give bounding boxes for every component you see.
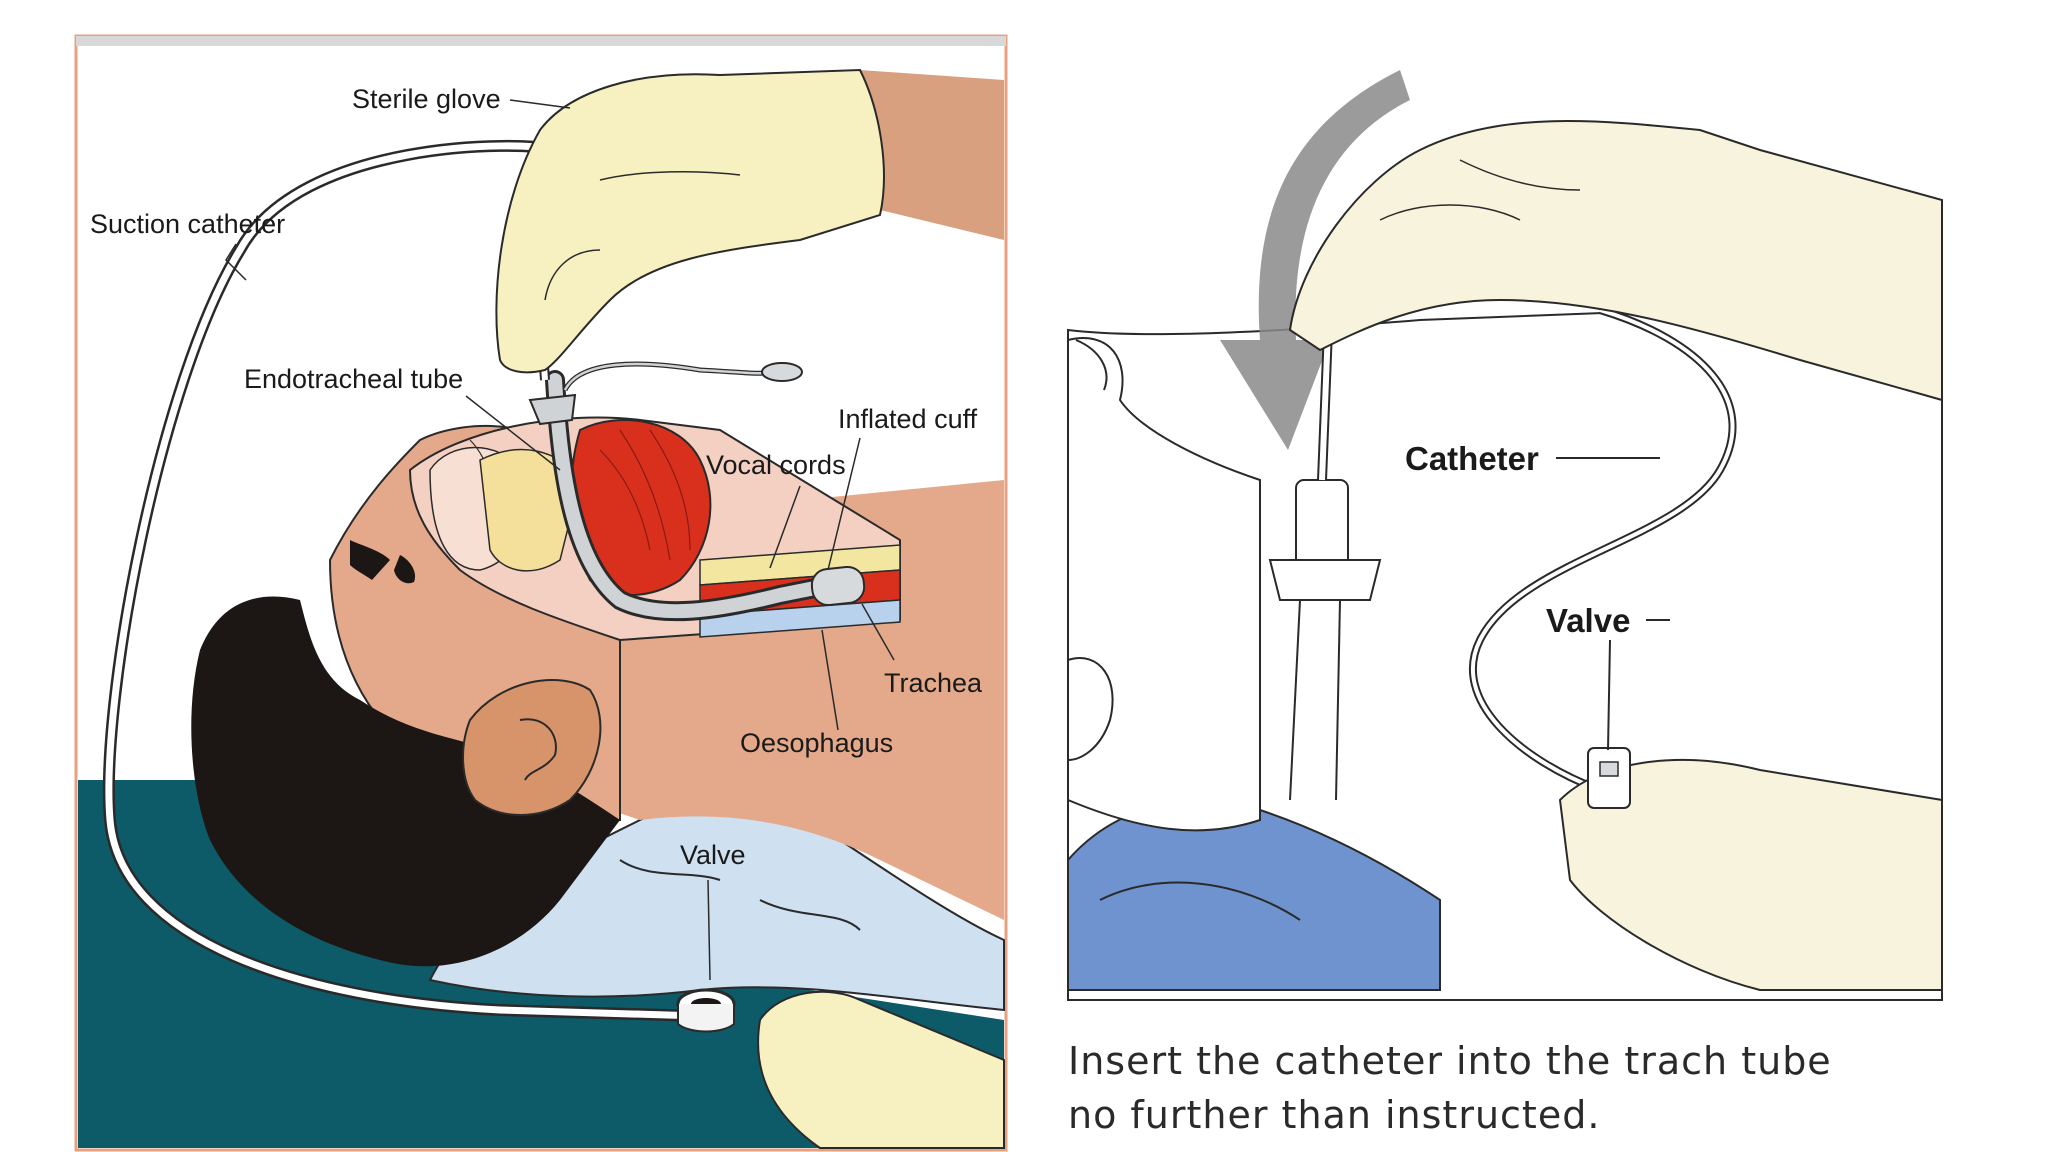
trach-flange (1270, 560, 1380, 600)
trach-tube-hub (1296, 480, 1348, 570)
label-catheter: Catheter (1405, 440, 1539, 477)
valve-body (678, 1004, 734, 1032)
label-vocal-cords: Vocal cords (706, 450, 846, 480)
caption-line-1: Insert the catheter into the trach tube (1068, 1034, 2008, 1088)
label-valve-right: Valve (1546, 602, 1630, 639)
valve-right-button (1600, 762, 1618, 776)
inflated-cuff (810, 565, 865, 606)
label-endotracheal-tube: Endotracheal tube (244, 364, 463, 394)
valve-right (1588, 748, 1630, 808)
label-valve-left: Valve (680, 840, 746, 870)
label-sterile-glove: Sterile glove (352, 84, 501, 114)
label-trachea: Trachea (884, 668, 983, 698)
label-suction-catheter: Suction catheter (90, 209, 285, 239)
tracheostomy-illustration: Catheter Valve (1068, 40, 1942, 1000)
caption-line-2: no further than instructed. (1068, 1088, 2008, 1142)
pilot-balloon (762, 363, 802, 381)
label-oesophagus: Oesophagus (740, 728, 893, 758)
caption: Insert the catheter into the trach tube … (1068, 1034, 2008, 1142)
label-inflated-cuff: Inflated cuff (838, 404, 978, 434)
left-frame-top-bar (76, 36, 1006, 46)
